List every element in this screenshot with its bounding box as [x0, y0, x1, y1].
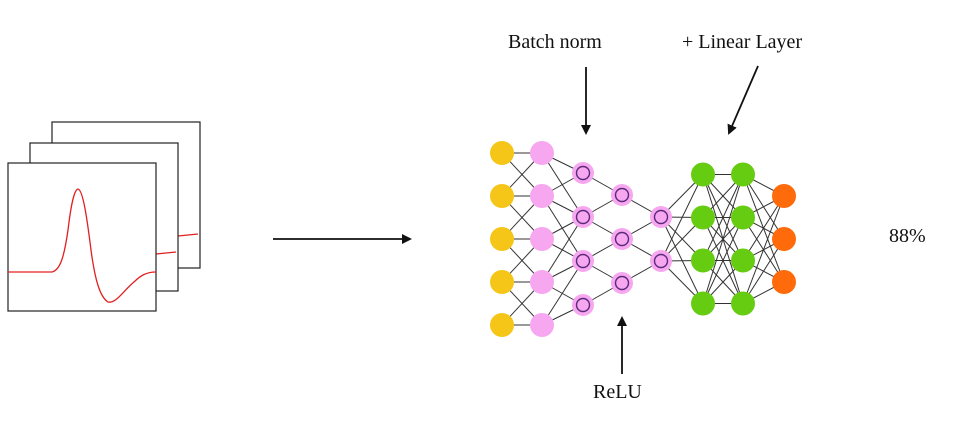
network-edge: [742, 238, 785, 304]
relu-node: [572, 206, 594, 228]
network-edge: [541, 216, 584, 283]
relu-node: [650, 206, 672, 228]
relu-node: [611, 228, 633, 250]
relu-activation-ring: [653, 253, 669, 269]
linear-node: [731, 205, 755, 230]
batch-norm-label: Batch norm: [508, 31, 602, 53]
batchnorm-node: [530, 227, 554, 251]
relu-node: [611, 272, 633, 294]
input-signal-stack: [7, 121, 201, 312]
relu-activation-ring: [575, 297, 591, 313]
signal-frame-front: [7, 162, 157, 312]
relu-activation-ring: [614, 187, 630, 203]
batchnorm-node: [530, 141, 554, 165]
linear-node: [731, 248, 755, 273]
network-edge: [702, 174, 744, 261]
accuracy-result: 88%: [889, 225, 926, 247]
relu-activation-ring: [575, 209, 591, 225]
relu-label: ReLU: [593, 381, 642, 403]
input-node: [490, 227, 514, 251]
batchnorm-node: [530, 270, 554, 294]
linear-node: [731, 291, 755, 316]
network-edge: [742, 195, 785, 304]
linear-layer-arrow: [727, 65, 759, 135]
output-node: [772, 227, 796, 251]
input-node: [490, 313, 514, 337]
relu-activation-ring: [575, 165, 591, 181]
network-edge: [702, 174, 744, 304]
linear-layer-label: + Linear Layer: [682, 31, 803, 53]
input-node: [490, 184, 514, 208]
spike-waveform: [8, 188, 157, 303]
input-node: [490, 141, 514, 165]
relu-activation-ring: [575, 253, 591, 269]
output-node: [772, 184, 796, 208]
network-edge: [660, 174, 704, 262]
output-node: [772, 270, 796, 294]
batchnorm-node: [530, 184, 554, 208]
network-edge: [742, 195, 785, 261]
linear-node: [731, 162, 755, 187]
linear-node: [691, 248, 715, 273]
relu-node: [611, 184, 633, 206]
batchnorm-node: [530, 313, 554, 337]
relu-node: [572, 250, 594, 272]
relu-activation-ring: [653, 209, 669, 225]
linear-node: [691, 291, 715, 316]
relu-node: [650, 250, 672, 272]
linear-node: [691, 162, 715, 187]
input-node: [490, 270, 514, 294]
relu-activation-ring: [614, 231, 630, 247]
relu-activation-ring: [614, 275, 630, 291]
network-edge: [541, 260, 584, 326]
relu-node: [572, 162, 594, 184]
linear-node: [691, 205, 715, 230]
relu-node: [572, 294, 594, 316]
network-nodes: [490, 141, 796, 337]
network-edge: [702, 217, 744, 304]
